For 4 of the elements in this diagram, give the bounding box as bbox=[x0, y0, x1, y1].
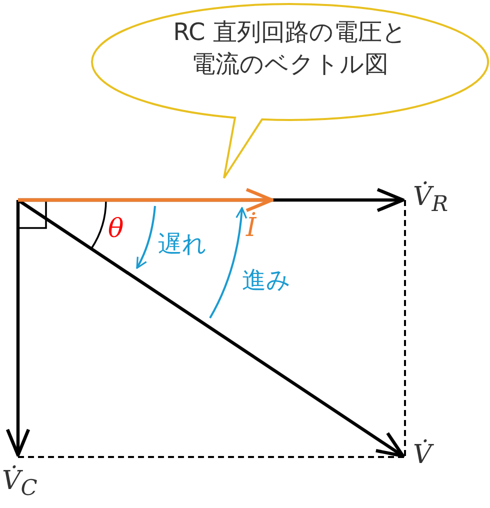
lead-label: 進み bbox=[242, 268, 291, 292]
angle-label: θ bbox=[108, 216, 124, 242]
title-text: RC 直列回路の電圧と電流のベクトル図 bbox=[172, 17, 408, 80]
lag-label: 遅れ bbox=[158, 232, 207, 256]
